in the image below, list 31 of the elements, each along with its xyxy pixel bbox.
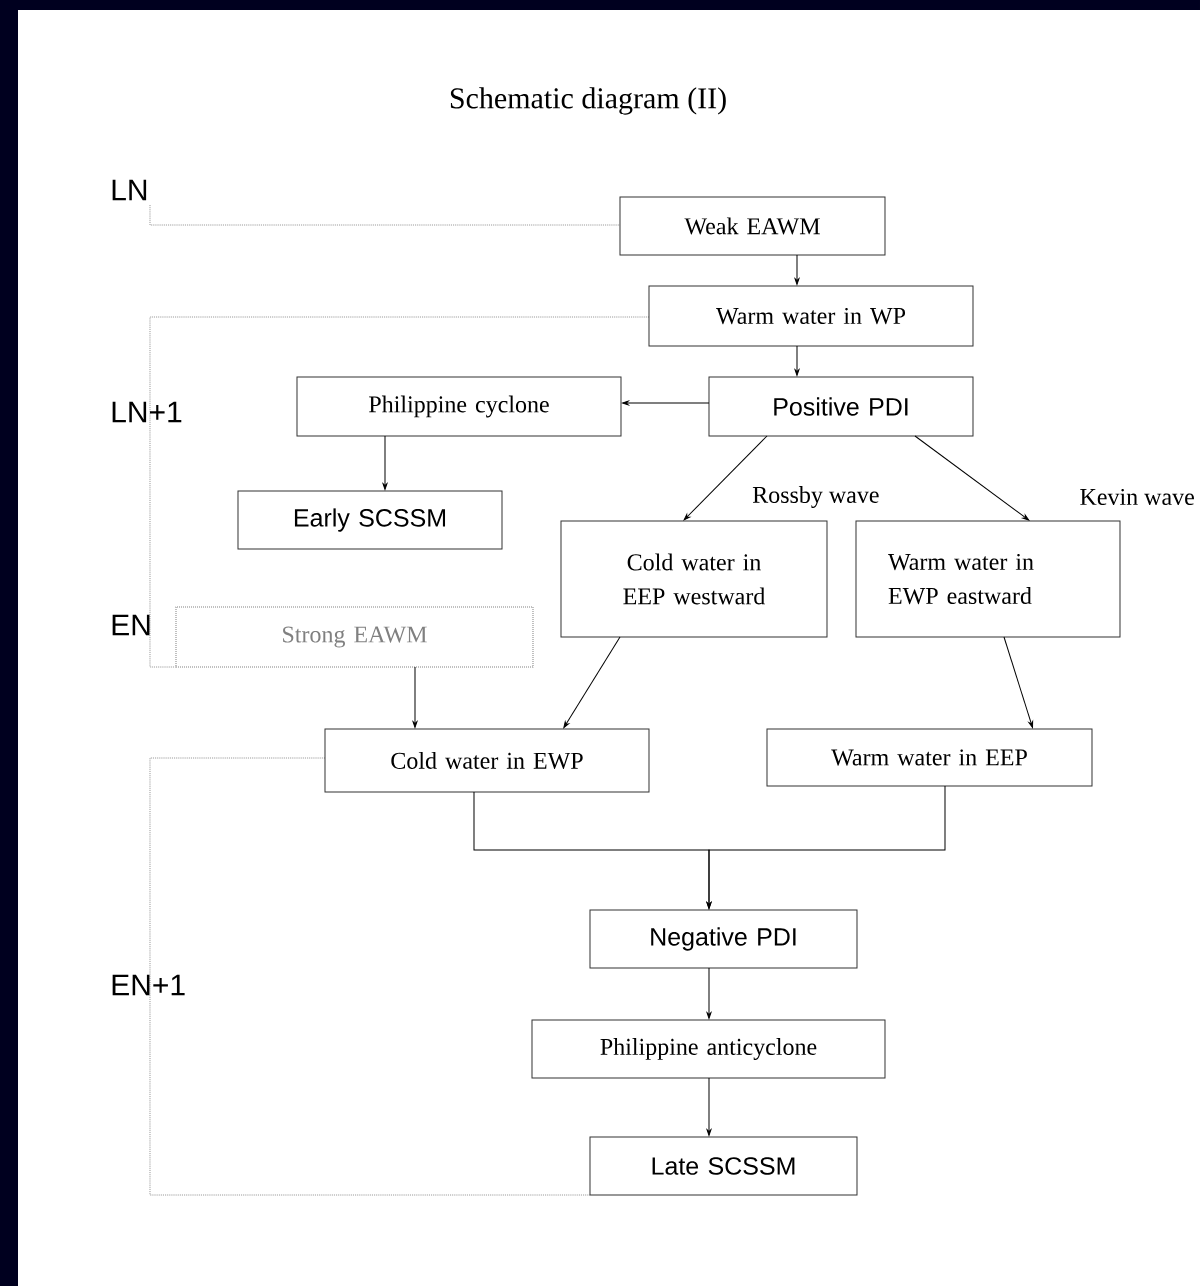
process-box: Early SCSSM	[237, 490, 503, 550]
arrow	[706, 967, 712, 1019]
arrow	[706, 1077, 712, 1136]
process-box: Late SCSSM	[589, 1136, 858, 1196]
arrow	[914, 435, 1030, 521]
wave-label: Kevin wave	[1080, 488, 1194, 506]
title: Schematic diagram (II)	[450, 87, 726, 115]
arrow	[1003, 636, 1034, 728]
process-box: Warm water in EEP	[766, 728, 1093, 787]
period-label: LN	[112, 179, 147, 201]
process-box: Positive PDI	[708, 376, 974, 437]
arrow	[563, 636, 621, 729]
arrow	[794, 254, 800, 285]
wave-label: Rossby wave	[752, 486, 879, 508]
process-box: Weak EAWM	[619, 196, 886, 256]
period-label: EN+1	[112, 974, 185, 996]
process-box: Cold water in EWP	[324, 728, 650, 793]
process-box: Cold water in EEP westward	[560, 520, 828, 638]
arrow	[794, 345, 800, 376]
process-box: Warm water in WP	[648, 285, 974, 347]
dotted-box: Strong EAWM	[175, 606, 534, 668]
process-box: Philippine anticyclone	[531, 1019, 886, 1079]
process-box: Warm water in EWP eastward	[855, 520, 1121, 638]
process-box: Negative PDI	[589, 909, 858, 969]
arrow	[382, 435, 388, 490]
arrow	[706, 785, 946, 909]
process-box: Philippine cyclone	[296, 376, 622, 437]
arrow	[412, 666, 418, 728]
arrow	[622, 400, 710, 406]
period-label: LN+1	[112, 401, 182, 423]
arrow	[683, 435, 768, 521]
